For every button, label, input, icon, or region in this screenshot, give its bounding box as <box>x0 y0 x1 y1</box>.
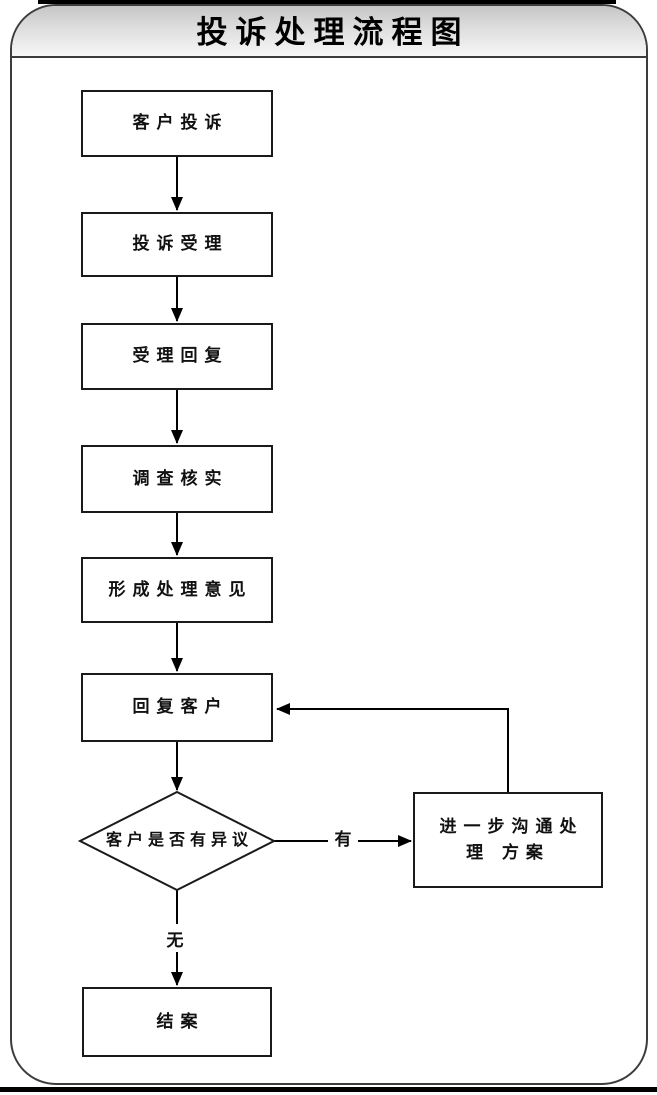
node-reply-customer: 回复客户 <box>81 673 273 742</box>
flowchart-header: 投诉处理流程图 <box>12 6 646 58</box>
edge-label-no: 无 <box>160 924 190 952</box>
node-label: 结案 <box>156 1011 205 1031</box>
edge-label-text: 无 <box>166 930 184 950</box>
node-investigate-verify: 调查核实 <box>81 445 273 513</box>
decision-diamond-shape <box>77 790 277 892</box>
node-complaint-acceptance: 投诉受理 <box>81 212 273 277</box>
node-label: 受理回复 <box>132 346 229 366</box>
bottom-rule <box>0 1087 657 1092</box>
node-label: 客户投诉 <box>132 113 229 133</box>
edge-label-text: 有 <box>334 829 352 849</box>
node-label: 回复客户 <box>132 697 229 717</box>
node-label: 进一步沟通处理 方案 <box>439 816 584 862</box>
node-acceptance-reply: 受理回复 <box>81 323 273 390</box>
top-rule <box>38 0 616 4</box>
node-label: 客户是否有异议 <box>105 832 253 850</box>
decision-customer-objection: 客户是否有异议 <box>95 812 259 870</box>
node-label: 调查核实 <box>132 468 229 488</box>
node-form-handling-opinion: 形成处理意见 <box>81 557 273 623</box>
edge-label-yes: 有 <box>328 823 358 851</box>
node-customer-complaint: 客户投诉 <box>81 90 273 157</box>
connector-further-back-to-replycustomer <box>276 703 509 792</box>
flowchart-frame: 投诉处理流程图 <box>10 4 648 1085</box>
page-title: 投诉处理流程图 <box>196 14 470 50</box>
node-further-communication: 进一步沟通处理 方案 <box>413 792 603 888</box>
node-close-case: 结案 <box>82 987 272 1057</box>
node-label: 投诉受理 <box>132 234 229 254</box>
node-label: 形成处理意见 <box>108 579 253 599</box>
